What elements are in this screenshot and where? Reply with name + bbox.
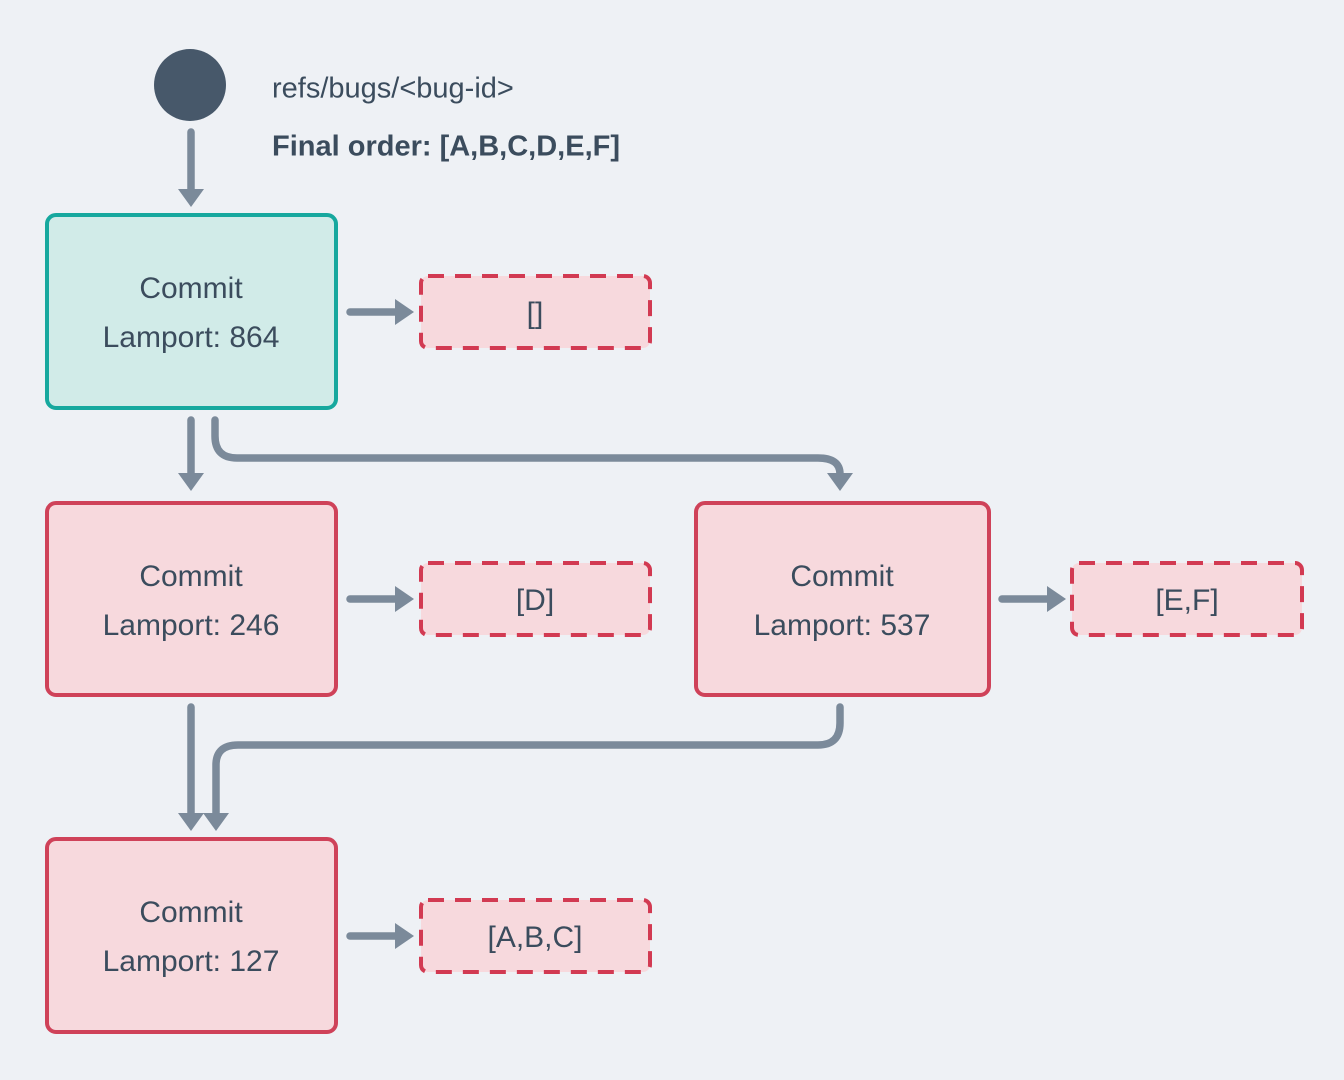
ops-127-box xyxy=(419,898,652,974)
edge-commit-246-to-commit-127 xyxy=(178,703,204,831)
edge-commit-127-to-ops xyxy=(346,923,414,949)
ops-864-box xyxy=(419,274,652,350)
commit-node-864: Commit Lamport: 864 xyxy=(45,213,338,410)
ops-246-box xyxy=(419,561,652,637)
ops-node-127: [A,B,C] xyxy=(419,898,652,974)
edge-commit-864-to-ops xyxy=(346,299,414,325)
commit-246-title: Commit xyxy=(139,560,243,593)
commit-246-box xyxy=(45,501,338,697)
ops-864-label: [] xyxy=(527,297,544,330)
commit-537-title: Commit xyxy=(790,560,894,593)
edge-ref-to-commit-864 xyxy=(178,128,204,207)
final-order-label: Final order: [A,B,C,D,E,F] xyxy=(272,130,620,162)
ops-node-537: [E,F] xyxy=(1070,561,1304,637)
ops-127-label: [A,B,C] xyxy=(487,921,582,954)
commit-node-537: Commit Lamport: 537 xyxy=(694,501,991,697)
ops-node-246: [D] xyxy=(419,561,652,637)
branch-ref-node xyxy=(154,49,226,121)
commit-246-lamport: Lamport: 246 xyxy=(103,609,280,642)
ops-246-label: [D] xyxy=(516,584,554,617)
commit-127-lamport: Lamport: 127 xyxy=(103,945,280,978)
commit-127-title: Commit xyxy=(139,896,243,929)
commit-537-box xyxy=(694,501,991,697)
edge-commit-537-to-commit-127 xyxy=(203,703,844,831)
commit-864-box xyxy=(45,213,338,410)
commit-864-lamport: Lamport: 864 xyxy=(103,321,280,354)
commit-127-box xyxy=(45,837,338,1034)
ops-537-box xyxy=(1070,561,1304,637)
commit-864-title: Commit xyxy=(139,272,243,305)
commit-node-127: Commit Lamport: 127 xyxy=(45,837,338,1034)
edge-commit-864-to-commit-246 xyxy=(178,416,204,491)
commit-537-lamport: Lamport: 537 xyxy=(754,609,931,642)
branch-ref-label: refs/bugs/<bug-id> xyxy=(272,72,514,104)
edge-commit-246-to-ops xyxy=(346,586,414,612)
ops-537-label: [E,F] xyxy=(1155,584,1218,617)
edge-commit-864-to-commit-537 xyxy=(211,416,853,491)
ops-node-864: [] xyxy=(419,274,652,350)
edge-commit-537-to-ops xyxy=(998,586,1066,612)
commit-node-246: Commit Lamport: 246 xyxy=(45,501,338,697)
